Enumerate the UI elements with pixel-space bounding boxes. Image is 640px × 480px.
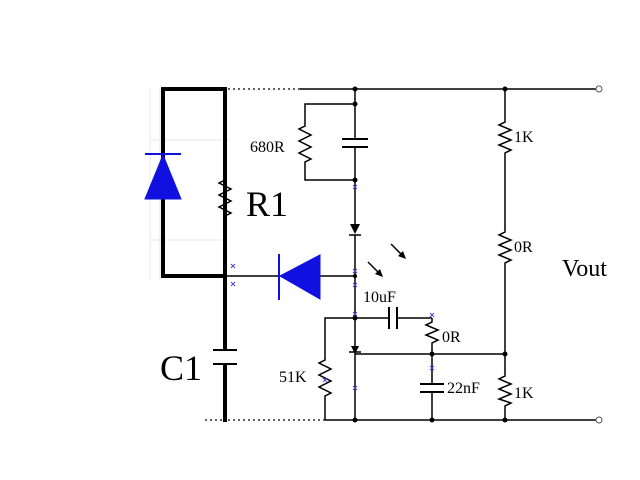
light-arrows [367, 243, 406, 277]
r1-resistor [217, 175, 233, 220]
cap22n-label: 22nF [447, 380, 480, 397]
r0-mid-label: 0R [514, 239, 533, 256]
c22n-capacitor [420, 354, 444, 420]
r51k-resistor [317, 317, 355, 420]
r0-small-label: 0R [442, 329, 461, 346]
r1k-bot-label: 1K [514, 385, 534, 402]
bottom-rail [325, 416, 603, 424]
r1k-top-label: 1K [514, 129, 534, 146]
r0-small-resistor [424, 318, 440, 357]
vout-terminal-bottom [595, 416, 603, 424]
r680-label: 680R [250, 139, 285, 156]
r51k-label: 51K [279, 369, 307, 386]
left-diode [144, 153, 182, 200]
r680-network [297, 89, 368, 183]
transistor-branch [349, 276, 432, 420]
vout-label: Vout [562, 256, 607, 282]
c1-label: C1 [160, 348, 202, 388]
vout-terminal-top [595, 85, 603, 93]
small-diode [349, 180, 361, 276]
top-rail [300, 85, 603, 93]
c1-capacitor [213, 349, 237, 365]
cap10u-label: 10uF [363, 289, 396, 306]
rails-dashed [205, 88, 325, 421]
c10u-capacitor [355, 307, 432, 329]
connection-marks [230, 184, 435, 391]
right-divider [432, 89, 513, 420]
right-diode [278, 254, 357, 300]
r1-label: R1 [246, 184, 288, 224]
